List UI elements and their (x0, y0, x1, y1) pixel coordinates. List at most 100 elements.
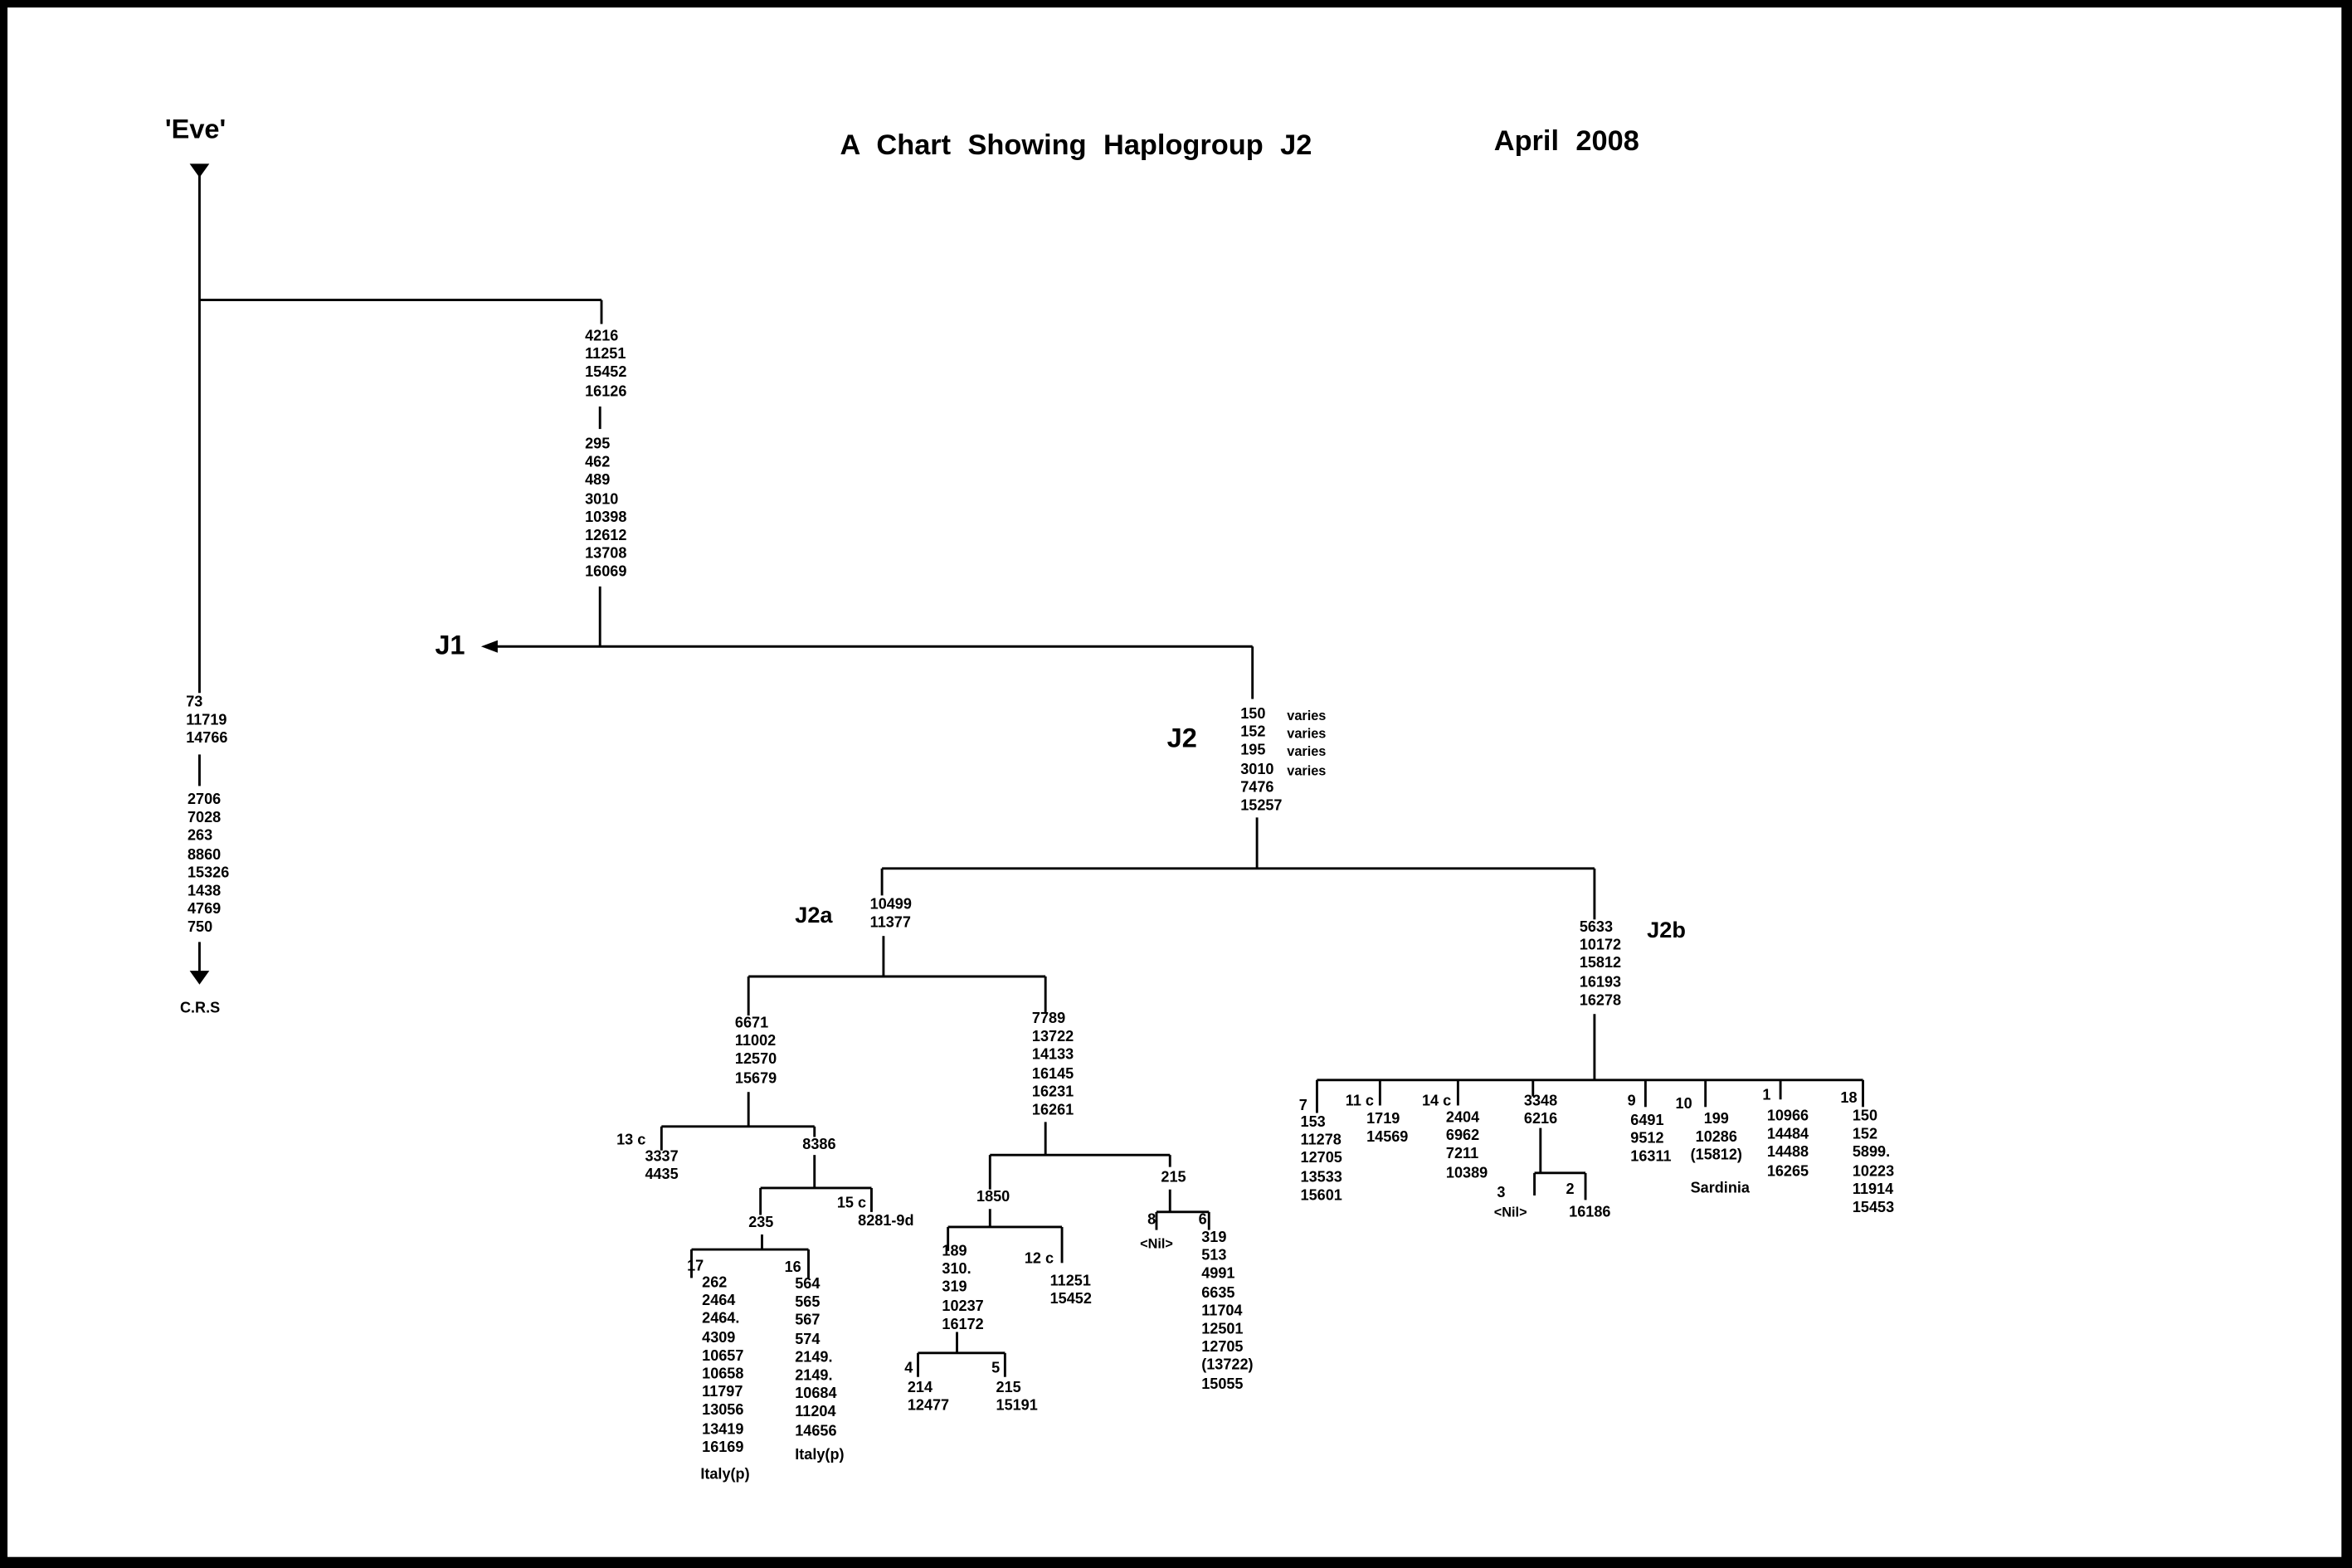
node-15-mutations: 8281-9d (858, 1214, 913, 1232)
mutation-line: 199 (1703, 1111, 1729, 1128)
j2a-label: J2a (795, 903, 833, 929)
mutation-line: 6671 (734, 1015, 769, 1032)
node-3-mutations: <Nil> (1494, 1203, 1527, 1221)
mutation-line: 11797 (702, 1385, 743, 1402)
mutation-line: 15679 (734, 1070, 777, 1088)
mutation-line: 152 (1240, 724, 1266, 742)
mutation-line: 150 (1240, 706, 1266, 723)
mutation-line: 12570 (734, 1052, 777, 1069)
mutation-line: 295 (585, 436, 611, 454)
node-6-label: 6 (1198, 1211, 1207, 1229)
mutation-line: 3010 (1240, 761, 1274, 778)
mutation-line: (15812) (1690, 1147, 1742, 1165)
node-12-label: 12 c (1024, 1250, 1054, 1268)
mutation-line: 5633 (1579, 919, 1614, 937)
mutation-line: 7211 (1445, 1147, 1479, 1163)
chart-title: A Chart Showing Haplogroup J2 (840, 130, 1312, 163)
j1-label: J1 (435, 630, 465, 660)
mutation-line: <Nil> (1140, 1235, 1173, 1251)
mutation-line: 11251 (1049, 1273, 1091, 1290)
mutation-line: 8281-9d (858, 1213, 914, 1230)
node-17-label: 17 (687, 1258, 704, 1275)
mutation-line: 564 (795, 1276, 821, 1293)
mutation-line: 16172 (942, 1317, 984, 1333)
crs-label: C.R.S (179, 1000, 221, 1017)
mutation-line: 10658 (702, 1366, 744, 1384)
mutation-line: 15601 (1300, 1187, 1342, 1205)
mutation-line: 10499 (869, 897, 912, 914)
mutation-line: (13722) (1201, 1358, 1254, 1375)
mutation-line: 12477 (907, 1398, 950, 1415)
mutation-line: 15257 (1240, 797, 1283, 815)
mutation-line: 4216 (585, 328, 619, 345)
mutation-line: 16193 (1579, 974, 1622, 991)
node-7-label: 7 (1298, 1098, 1307, 1115)
mutation-line: 16261 (1031, 1102, 1074, 1119)
mutation-line: 750 (187, 920, 213, 937)
node-17-region: Italy(p) (700, 1467, 750, 1484)
mutation-line: 12501 (1201, 1321, 1244, 1338)
mutation-line: 513 (1201, 1248, 1227, 1265)
node-18-label: 18 (1840, 1090, 1858, 1108)
chart-paper (7, 7, 2342, 1557)
mutation-line: 565 (795, 1294, 821, 1312)
mutation-line: 10966 (1766, 1108, 1809, 1125)
mutation-line: 15452 (1049, 1292, 1092, 1308)
node-16-label: 16 (784, 1259, 801, 1277)
chart-date: April 2008 (1493, 125, 1639, 158)
node-1-label: 1 (1762, 1087, 1771, 1104)
mutation-line: 11704 (1201, 1303, 1243, 1320)
mutation-line: 10684 (795, 1385, 837, 1403)
mutation-line: 4991 (1201, 1266, 1235, 1283)
mutation-line: 4769 (187, 902, 222, 918)
mutation-line: 16265 (1766, 1163, 1809, 1181)
mutation-line: varies (1287, 708, 1327, 723)
node-8386-label: 8386 (802, 1137, 836, 1154)
mutation-line: 6216 (1523, 1112, 1558, 1128)
mutation-line: 10237 (942, 1298, 984, 1315)
mutation-line: 14656 (795, 1423, 837, 1440)
node-8-mutations: <Nil> (1140, 1234, 1173, 1253)
mutation-line: 13708 (585, 546, 627, 563)
node-14-label: 14 c (1421, 1093, 1452, 1110)
mutation-line: 16126 (585, 383, 627, 401)
mutation-line: 15453 (1852, 1200, 1895, 1217)
mutation-line: 14488 (1766, 1145, 1809, 1162)
mutation-line: 2149. (795, 1367, 833, 1385)
mutation-line: 8860 (187, 846, 222, 864)
mutation-line: 14133 (1031, 1047, 1074, 1064)
mutation-line: 489 (585, 473, 611, 490)
mutation-line: 152 (1852, 1127, 1878, 1144)
mutation-line: 14569 (1366, 1129, 1409, 1147)
mutation-line: 319 (1201, 1230, 1227, 1247)
mutation-line: 6962 (1445, 1127, 1480, 1145)
node-8-label: 8 (1147, 1211, 1157, 1229)
mutation-line: 2149. (795, 1349, 833, 1366)
mutation-line: 12705 (1300, 1151, 1342, 1168)
mutation-line: 153 (1300, 1114, 1326, 1132)
j2-label: J2 (1166, 723, 1197, 753)
mutation-line: 7028 (187, 810, 222, 827)
mutation-line: 195 (1240, 743, 1266, 760)
mutation-line: 10389 (1445, 1165, 1488, 1181)
mutation-line: 263 (187, 828, 213, 845)
mutation-line: 567 (795, 1312, 821, 1330)
mutation-line: 10172 (1579, 937, 1622, 955)
mutation-line: 10286 (1695, 1129, 1737, 1147)
node-1850-label: 1850 (976, 1189, 1010, 1206)
mutation-line: 9512 (1630, 1131, 1664, 1148)
node-12-mutations: 11251 15452 (1050, 1273, 1092, 1310)
node-16-region: Italy(p) (795, 1447, 845, 1464)
